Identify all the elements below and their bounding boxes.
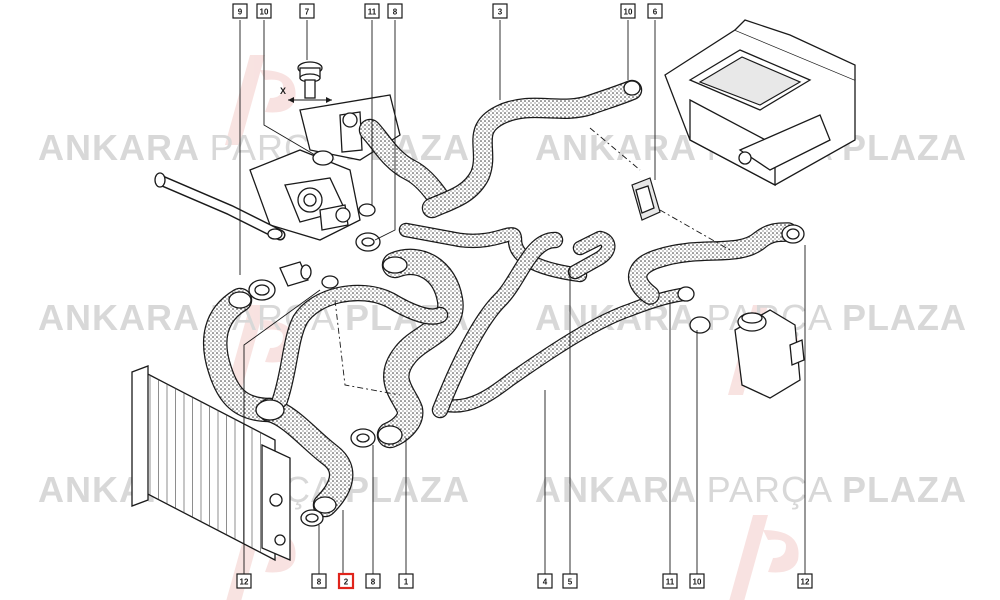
watermark-logo-icon — [729, 515, 799, 600]
callout-box: 3 — [492, 3, 508, 19]
callout-box: 11 — [364, 3, 380, 19]
coolant-hoses — [202, 79, 798, 518]
callout-number: 11 — [368, 8, 377, 17]
callout-number: 2 — [344, 578, 349, 587]
hose-end — [377, 425, 403, 445]
callout-number: 10 — [624, 8, 633, 17]
coolant-hose — [271, 284, 449, 409]
callout-number: 1 — [404, 578, 409, 587]
clamps — [248, 80, 805, 527]
hose-end — [382, 256, 408, 274]
callout-box: 4 — [537, 573, 553, 589]
hose-end — [313, 496, 337, 514]
callout-box: 1 — [398, 573, 414, 589]
callout-number: 9 — [238, 8, 243, 17]
dimension-label-x: X — [280, 86, 286, 96]
coolant-hose — [567, 230, 616, 280]
bypass-pipe — [154, 172, 286, 241]
hose-end — [228, 291, 252, 309]
coolant-reservoir — [734, 309, 805, 399]
heater-box — [664, 19, 856, 187]
callout-box: 5 — [562, 573, 578, 589]
callout-leaders — [239, 20, 806, 575]
callout-number: 10 — [693, 578, 702, 587]
coolant-hose — [358, 118, 452, 212]
callout-box: 2 — [337, 572, 355, 590]
callout-number: 6 — [653, 8, 658, 17]
callout-box: 10 — [689, 573, 705, 589]
watermark-text: ANKARA PARÇA PLAZA — [535, 297, 967, 338]
callout-box: 12 — [236, 573, 252, 589]
callout-number: 12 — [801, 578, 810, 587]
callout-number: 11 — [666, 578, 675, 587]
callout-box: 9 — [232, 3, 248, 19]
callout-number: 4 — [543, 578, 548, 587]
coolant-hose — [202, 287, 283, 423]
radiator — [131, 365, 291, 562]
watermark-logo-icon — [225, 55, 296, 145]
coolant-hose — [421, 79, 643, 219]
hose-end — [255, 399, 285, 421]
callout-leader — [243, 289, 321, 575]
callout-number: 5 — [568, 578, 573, 587]
reservoir-cap: X — [280, 61, 332, 103]
callout-box: 8 — [387, 3, 403, 19]
callout-number: 8 — [371, 578, 376, 587]
watermark-text: ANKARA PARÇA PLAZA — [535, 469, 967, 510]
coolant-hose — [376, 248, 464, 449]
callout-number: 7 — [305, 8, 310, 17]
coolant-hose — [257, 397, 354, 518]
callout-number: 8 — [317, 578, 322, 587]
callout-number: 3 — [498, 8, 503, 17]
callout-box: 7 — [299, 3, 315, 19]
engine-thermostat-housing — [249, 149, 361, 241]
flow-lines — [334, 127, 731, 396]
callout-box: 12 — [797, 573, 813, 589]
coolant-hose — [628, 222, 798, 305]
coolant-hose — [398, 222, 588, 283]
callout-box: 8 — [311, 573, 327, 589]
callout-box: 10 — [256, 3, 272, 19]
callout-box: 8 — [365, 573, 381, 589]
callout-number: 12 — [240, 578, 249, 587]
callout-number: 8 — [393, 8, 398, 17]
callout-box: 11 — [662, 573, 678, 589]
callout-box: 10 — [620, 3, 636, 19]
coolant-hose — [431, 231, 564, 419]
callout-leader — [263, 20, 316, 156]
callout-leader — [374, 20, 396, 241]
bleed-valve — [631, 177, 661, 221]
callout-box: 6 — [647, 3, 663, 19]
callout-number: 10 — [260, 8, 269, 17]
